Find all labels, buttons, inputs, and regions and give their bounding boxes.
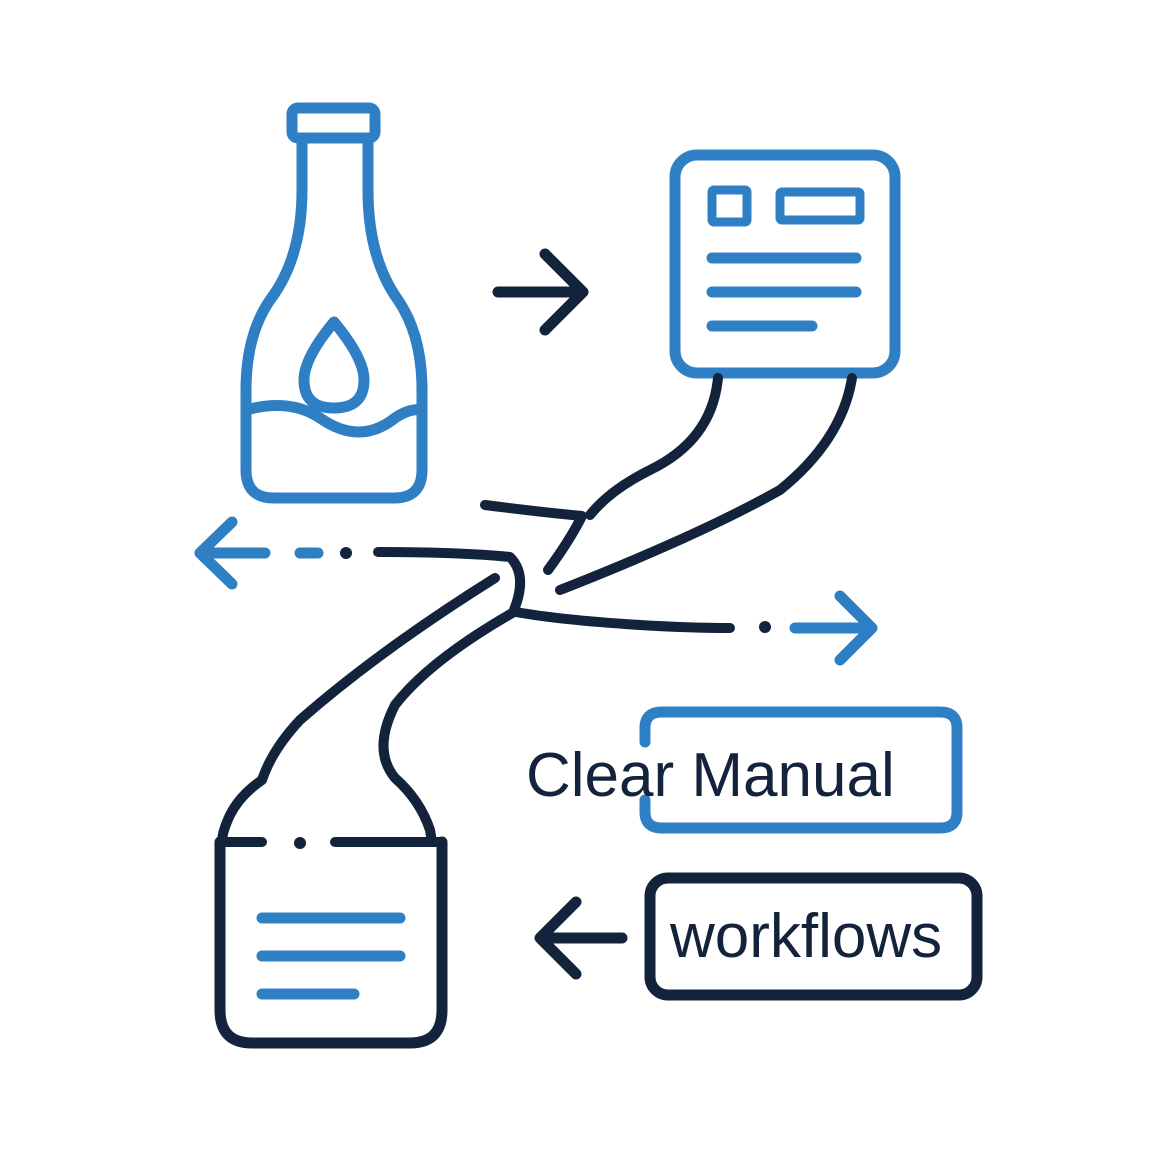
left-navy-arrow-icon <box>534 896 628 980</box>
clear-manual-label: Clear Manual <box>526 706 963 834</box>
left-arrow-icon <box>194 516 352 590</box>
bottle-icon <box>240 102 428 504</box>
flow-connectors <box>217 373 857 847</box>
workflows-text: workflows <box>669 902 942 971</box>
flow-dot <box>759 621 771 633</box>
right-blue-arrow-icon <box>789 590 878 666</box>
clipboard-icon <box>214 836 448 1049</box>
workflows-label: workflows <box>644 872 983 1001</box>
clear-manual-text: Clear Manual <box>526 741 895 810</box>
right-arrow-icon <box>492 248 589 336</box>
document-card-icon <box>669 149 901 379</box>
